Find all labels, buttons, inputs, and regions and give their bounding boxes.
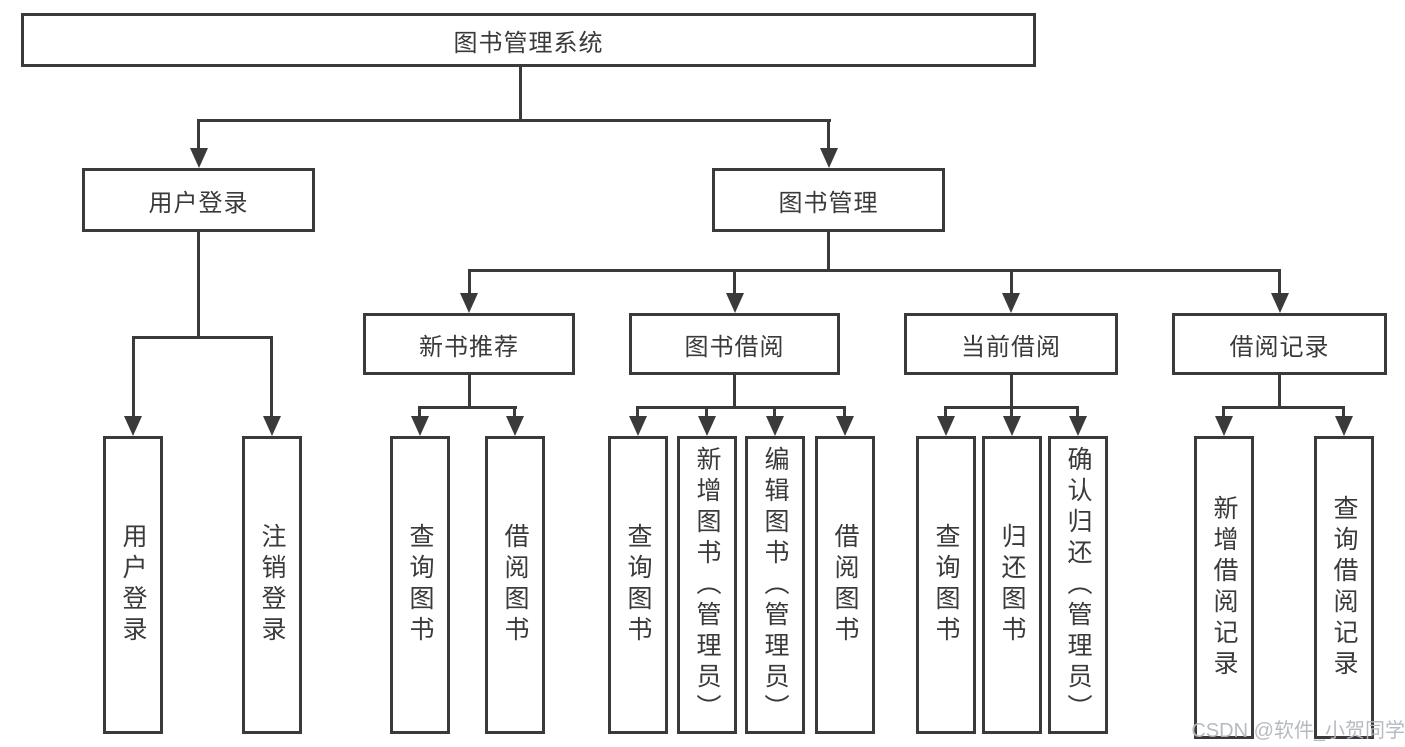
connector-book-borrow-stem <box>733 375 736 409</box>
connector-root-stem <box>519 67 522 122</box>
leaf-query-borrow-record: 查询借阅记录 <box>1314 436 1374 739</box>
node-current-borrow-label: 当前借阅 <box>961 333 1061 361</box>
connector-to-new-book <box>468 269 471 295</box>
arrowhead-icon <box>820 148 838 168</box>
connector-leaf <box>1222 406 1225 418</box>
node-user-login-label: 用户登录 <box>148 189 249 217</box>
node-book-management-label: 图书管理 <box>778 189 879 217</box>
connector-to-user-login <box>197 119 200 150</box>
arrowhead-icon <box>460 293 478 313</box>
leaf-confirm-return-admin-label: 确认归还（管理员） <box>1064 445 1092 725</box>
node-current-borrow: 当前借阅 <box>904 313 1118 375</box>
leaf-query-book-recommend-label: 查询图书 <box>406 523 434 647</box>
connector-new-book-rail <box>418 406 517 409</box>
connector-to-book-management <box>827 119 830 150</box>
node-book-borrow: 图书借阅 <box>629 313 840 375</box>
arrowhead-icon <box>629 416 647 436</box>
connector-to-leaf-logout <box>270 336 273 418</box>
leaf-return-book-label: 归还图书 <box>998 523 1026 647</box>
leaf-query-book-borrow-label: 查询图书 <box>624 523 652 647</box>
connector-user-login-rail <box>132 336 273 339</box>
arrowhead-icon <box>698 416 716 436</box>
node-new-book-recommend: 新书推荐 <box>363 313 575 375</box>
arrowhead-icon <box>411 416 429 436</box>
leaf-borrow-book: 借阅图书 <box>815 436 875 734</box>
leaf-add-book-admin-label: 新增图书（管理员） <box>693 445 721 725</box>
arrowhead-icon <box>937 416 955 436</box>
connector-to-leaf-user-login <box>132 336 135 418</box>
arrowhead-icon <box>263 416 281 436</box>
leaf-user-login: 用户登录 <box>103 436 163 734</box>
connector-new-book-stem <box>468 375 471 409</box>
connector-leaf <box>418 406 421 418</box>
connector-leaf <box>843 406 846 418</box>
leaf-query-borrow-record-label: 查询借阅记录 <box>1330 494 1358 681</box>
arrowhead-icon <box>836 416 854 436</box>
leaf-confirm-return-admin: 确认归还（管理员） <box>1048 436 1108 734</box>
connector-to-borrow-records <box>1278 269 1281 295</box>
node-root-label: 图书管理系统 <box>453 29 604 57</box>
connector-leaf <box>1342 406 1345 418</box>
node-book-management: 图书管理 <box>712 168 945 232</box>
leaf-add-borrow-record: 新增借阅记录 <box>1194 436 1254 739</box>
arrowhead-icon <box>1271 293 1289 313</box>
arrowhead-icon <box>726 293 744 313</box>
leaf-add-borrow-record-label: 新增借阅记录 <box>1210 494 1238 681</box>
arrowhead-icon <box>1002 293 1020 313</box>
connector-leaf <box>944 406 947 418</box>
node-root: 图书管理系统 <box>21 13 1036 67</box>
connector-to-book-borrow <box>733 269 736 295</box>
leaf-query-book-recommend: 查询图书 <box>390 436 450 734</box>
leaf-add-book-admin: 新增图书（管理员） <box>677 436 737 734</box>
connector-to-current-borrow <box>1010 269 1013 295</box>
connector-leaf <box>705 406 708 418</box>
leaf-user-login-label: 用户登录 <box>119 523 147 647</box>
arrowhead-icon <box>1003 416 1021 436</box>
arrowhead-icon <box>124 416 142 436</box>
node-borrow-records-label: 借阅记录 <box>1229 333 1330 361</box>
leaf-borrow-book-recommend-label: 借阅图书 <box>501 523 529 647</box>
leaf-query-book-current-label: 查询图书 <box>932 523 960 647</box>
arrowhead-icon <box>1069 416 1087 436</box>
connector-level3-rail <box>468 269 1281 272</box>
connector-leaf <box>636 406 639 418</box>
leaf-query-book-current: 查询图书 <box>916 436 976 734</box>
node-borrow-records: 借阅记录 <box>1172 313 1387 375</box>
node-book-borrow-label: 图书借阅 <box>684 333 785 361</box>
connector-user-login-stem <box>197 232 200 339</box>
arrowhead-icon <box>1215 416 1233 436</box>
connector-leaf <box>1076 406 1079 418</box>
arrowhead-icon <box>190 148 208 168</box>
connector-book-management-stem <box>827 232 830 272</box>
node-new-book-recommend-label: 新书推荐 <box>419 333 519 361</box>
leaf-edit-book-admin: 编辑图书（管理员） <box>745 436 805 734</box>
leaf-borrow-book-label: 借阅图书 <box>831 523 859 647</box>
leaf-edit-book-admin-label: 编辑图书（管理员） <box>761 445 789 725</box>
connector-leaf <box>513 406 516 418</box>
connector-level2-rail <box>197 119 831 122</box>
connector-current-borrow-stem <box>1010 375 1013 409</box>
node-user-login: 用户登录 <box>82 168 315 232</box>
arrowhead-icon <box>766 416 784 436</box>
leaf-borrow-book-recommend: 借阅图书 <box>485 436 545 734</box>
leaf-return-book: 归还图书 <box>982 436 1042 734</box>
arrowhead-icon <box>1335 416 1353 436</box>
watermark: CSDN @软件_小贺同学 <box>1191 720 1405 742</box>
connector-borrow-records-rail <box>1222 406 1345 409</box>
leaf-logout: 注销登录 <box>242 436 302 734</box>
connector-leaf <box>1010 406 1013 418</box>
leaf-query-book-borrow: 查询图书 <box>608 436 668 734</box>
connector-book-borrow-rail <box>636 406 846 409</box>
leaf-logout-label: 注销登录 <box>258 523 286 647</box>
connector-borrow-records-stem <box>1278 375 1281 409</box>
arrowhead-icon <box>506 416 524 436</box>
connector-leaf <box>773 406 776 418</box>
